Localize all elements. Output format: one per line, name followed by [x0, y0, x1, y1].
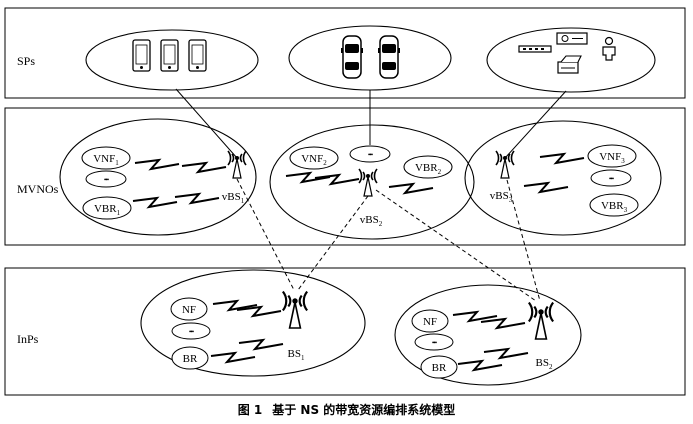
- lightning-link-icon: [480, 318, 526, 329]
- mvno2-more-label: •••: [368, 151, 374, 159]
- br2-node: [420, 355, 458, 379]
- mvno-layer-label: MVNOs: [17, 182, 59, 196]
- inp1-more-label: •••: [189, 328, 195, 336]
- vbs2-bs1-mapping: [297, 195, 369, 291]
- bs1-label: BS1: [288, 348, 305, 362]
- vnf1-node: [81, 146, 131, 170]
- smartphone-icon: [160, 39, 179, 72]
- vbr2-label: VBR2: [415, 162, 442, 176]
- nf2-node: [411, 309, 449, 333]
- nf1-node: [170, 297, 208, 321]
- mvno2-more-node: [349, 145, 391, 163]
- lightning-link-icon: [238, 339, 284, 350]
- lightning-link-icon: [388, 183, 434, 194]
- figure-number: 图 1: [237, 403, 263, 417]
- nf1-label: NF: [182, 304, 196, 316]
- vbs2-antenna-icon: [358, 168, 378, 197]
- lightning-link-icon: [181, 162, 227, 173]
- mvno-layer-band: [4, 107, 686, 246]
- smartphone-icon: [188, 39, 207, 72]
- vbs2-label: vBS2: [360, 214, 383, 228]
- inp-layer-band: [4, 267, 686, 396]
- br1-label: BR: [183, 353, 198, 365]
- inp-ellipse-2: [394, 284, 582, 386]
- vnf3-label: VNF3: [599, 151, 625, 165]
- lightning-link-icon: [539, 153, 585, 164]
- vbs1-antenna-icon: [227, 150, 247, 179]
- lightning-link-icon: [134, 159, 180, 170]
- sp-ellipse-2: [288, 25, 452, 91]
- lightning-link-icon: [523, 182, 569, 193]
- inp-layer-label: InPs: [17, 332, 39, 346]
- mvno-ellipse-3: [464, 120, 662, 236]
- set-top-box-icon: [518, 45, 552, 53]
- vbs2-bs2-mapping: [375, 189, 537, 302]
- car-icon: [378, 35, 400, 79]
- lightning-link-icon: [452, 311, 498, 322]
- inp2-more-node: [414, 333, 454, 351]
- vbs3-label: vBS3: [490, 190, 513, 204]
- vbs1-bs1-mapping: [236, 178, 295, 291]
- mvno-ellipse-2: [269, 124, 475, 240]
- lightning-link-icon: [236, 306, 282, 317]
- smartphone-icon: [132, 39, 151, 72]
- sp-ellipse-3: [486, 27, 656, 93]
- sp3-vbs3-link: [504, 90, 567, 159]
- inp-ellipse-1: [140, 269, 366, 377]
- vnf1-label: VNF1: [93, 153, 119, 167]
- vbr2-node: [403, 155, 453, 179]
- vnf2-label: VNF2: [301, 153, 327, 167]
- mvno1-more-label: •••: [104, 176, 110, 184]
- inp2-more-label: •••: [432, 339, 438, 347]
- br1-node: [171, 346, 209, 370]
- vbs3-antenna-icon: [495, 150, 515, 179]
- sp1-vbs1-link: [175, 88, 238, 159]
- lightning-link-icon: [483, 348, 529, 359]
- bs2-antenna-icon: [527, 301, 555, 341]
- mvno1-more-node: [85, 170, 127, 188]
- sp-layer-label: SPs: [17, 54, 35, 68]
- vbr1-label: VBR1: [94, 203, 121, 217]
- nf2-label: NF: [423, 316, 437, 328]
- mvno3-more-node: [590, 169, 632, 187]
- inp1-more-node: [171, 322, 211, 340]
- lightning-link-icon: [210, 352, 256, 363]
- printer-icon: [557, 55, 582, 74]
- figure-title: 基于 NS 的带宽资源编排系统模型: [272, 403, 456, 417]
- lightning-link-icon: [457, 360, 503, 371]
- vbr3-node: [589, 193, 639, 217]
- car-icon: [341, 35, 363, 79]
- vbs1-label: vBS1: [222, 191, 245, 205]
- bs2-label: BS2: [536, 357, 553, 371]
- bs1-antenna-icon: [281, 290, 309, 330]
- lightning-link-icon: [132, 197, 178, 208]
- vnf2-node: [289, 146, 339, 170]
- vbr3-label: VBR3: [601, 200, 628, 214]
- figure-caption: 图 1 基于 NS 的带宽资源编排系统模型: [0, 401, 693, 418]
- mvno3-more-label: •••: [609, 175, 615, 183]
- mvno-ellipse-1: [59, 118, 257, 236]
- vbr1-node: [82, 196, 132, 220]
- sp-ellipse-1: [85, 29, 259, 91]
- projector-icon: [556, 32, 588, 45]
- vnf3-node: [587, 144, 637, 168]
- br2-label: BR: [432, 362, 447, 374]
- sp-layer-band: [4, 7, 686, 99]
- person-icon: [602, 36, 616, 61]
- lightning-link-icon: [174, 193, 220, 204]
